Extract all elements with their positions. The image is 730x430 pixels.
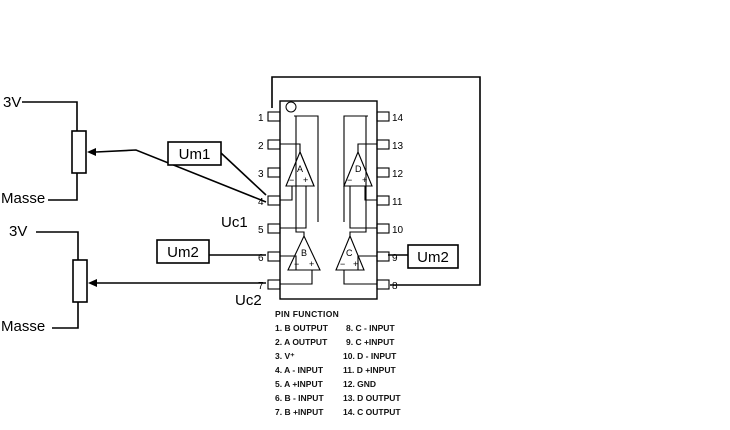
- pin-function-9: 9. C +INPUT: [346, 337, 395, 347]
- pin-number-3: 3: [258, 169, 264, 180]
- pin-function-12: 12. GND: [343, 379, 376, 389]
- pin-function-11: 11. D +INPUT: [343, 365, 396, 375]
- um2-right-label-box: Um2: [388, 244, 459, 269]
- opamp-b-name: B: [301, 248, 307, 258]
- opamp-a: A − +: [280, 143, 315, 229]
- um2-left-label: Um2: [167, 244, 199, 261]
- supply-wire-bottom: [36, 231, 79, 260]
- pin-function-4: 4. A - INPUT: [275, 365, 324, 375]
- pin-function-5: 5. A +INPUT: [275, 379, 324, 389]
- supply-wire-top: [22, 101, 78, 131]
- opamp-d-plus: +: [362, 175, 367, 185]
- pin-function-13: 13. D OUTPUT: [343, 393, 401, 403]
- opamp-a-minus: −: [289, 175, 294, 185]
- pin-number-13: 13: [392, 141, 404, 152]
- potentiometer-body-bottom: [72, 259, 88, 303]
- um1-label-box: Um1: [167, 141, 267, 196]
- potentiometer-bottom: 3V Masse: [1, 223, 266, 335]
- um2-right-label: Um2: [417, 249, 449, 266]
- opamp-b-plus: +: [309, 259, 314, 269]
- left-pin-stubs: [267, 111, 281, 290]
- opamp-b-minus: −: [294, 259, 299, 269]
- opamp-a-name: A: [297, 164, 303, 174]
- pin-number-6: 6: [258, 253, 264, 264]
- wiper-arrow-top: [87, 148, 96, 156]
- uc1-label: Uc1: [221, 214, 248, 231]
- pin-function-table: PIN FUNCTION 1. B OUTPUT 2. A OUTPUT 3. …: [275, 309, 401, 417]
- supply-label-top: 3V: [3, 94, 21, 111]
- opamp-a-plus: +: [303, 175, 308, 185]
- ground-label-top: Masse: [1, 190, 45, 207]
- pin-number-4: 4: [258, 197, 264, 208]
- opamp-d-minus: −: [347, 175, 352, 185]
- quad-opamp-ic: 1 2 3 4 5 6 7 14 13 12 11 10 9 8 A − +: [258, 100, 404, 300]
- wiper-arrow-bottom: [88, 279, 97, 287]
- pin-function-7: 7. B +INPUT: [275, 407, 324, 417]
- right-pin-stubs: [376, 111, 390, 290]
- potentiometer-top: 3V Masse: [1, 94, 267, 207]
- pin-function-2: 2. A OUTPUT: [275, 337, 328, 347]
- opamp-b: B − +: [280, 116, 321, 285]
- ground-wire-bottom: [52, 302, 79, 329]
- pin-number-5: 5: [258, 225, 264, 236]
- feedback-loop-wire: [271, 76, 481, 286]
- um1-wire: [220, 152, 267, 196]
- um2-left-label-box: Um2: [156, 239, 266, 264]
- pin-number-8: 8: [392, 281, 398, 292]
- pin-function-14: 14. C OUTPUT: [343, 407, 401, 417]
- pin-function-10: 10. D - INPUT: [343, 351, 397, 361]
- opamp-d: D − +: [343, 143, 377, 229]
- pin-function-3: 3. V⁺: [275, 351, 295, 361]
- opamp-c-minus: −: [340, 259, 345, 269]
- potentiometer-body-top: [71, 130, 87, 174]
- pin-number-7: 7: [258, 281, 264, 292]
- wiper-wire-top: [95, 149, 267, 203]
- pin-function-8: 8. C - INPUT: [346, 323, 395, 333]
- pin-function-6: 6. B - INPUT: [275, 393, 324, 403]
- supply-label-bottom: 3V: [9, 223, 27, 240]
- opamp-d-name: D: [355, 164, 362, 174]
- opamp-c: C − +: [335, 116, 377, 285]
- power-bus: [294, 115, 368, 222]
- pin-number-9: 9: [392, 253, 398, 264]
- pin1-notch: [285, 101, 297, 113]
- opamp-c-plus: +: [353, 259, 358, 269]
- pin-number-12: 12: [392, 169, 404, 180]
- pin-number-14: 14: [392, 113, 404, 124]
- pin-function-title: PIN FUNCTION: [275, 309, 339, 319]
- pin-number-10: 10: [392, 225, 404, 236]
- opamp-c-name: C: [346, 248, 353, 258]
- pin-number-2: 2: [258, 141, 264, 152]
- pin-number-11: 11: [392, 197, 403, 208]
- pin-number-1: 1: [258, 113, 264, 124]
- ground-wire-top: [48, 173, 78, 201]
- pin-function-1: 1. B OUTPUT: [275, 323, 329, 333]
- uc2-label: Uc2: [235, 292, 262, 309]
- um1-label: Um1: [179, 146, 211, 163]
- ground-label-bottom: Masse: [1, 318, 45, 335]
